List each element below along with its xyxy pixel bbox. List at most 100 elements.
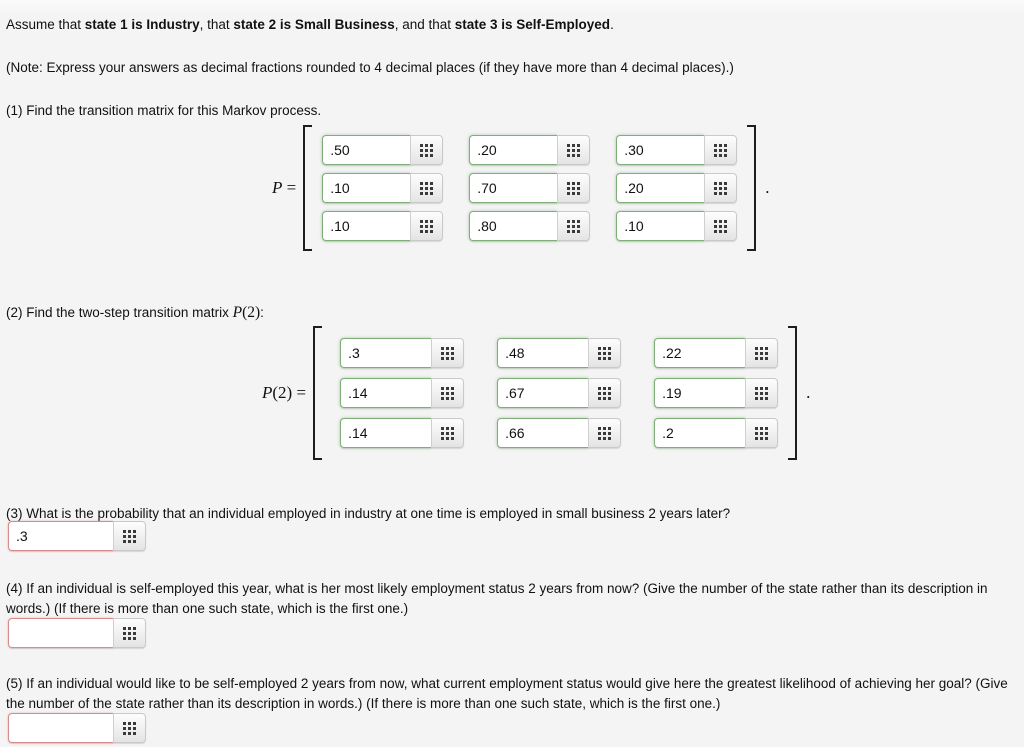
question-5-answer-field[interactable] [8, 713, 146, 743]
matrix-2-input-r1c1[interactable]: .3 [340, 338, 432, 368]
matrix-2-label-eq: = [292, 383, 307, 402]
intro-suffix: . [610, 17, 614, 32]
matrix-2-input-r3c1[interactable]: .14 [340, 418, 432, 448]
question-4-text: (4) If an individual is self-employed th… [6, 579, 1018, 618]
matrix-1-trailing-period: . [765, 178, 770, 197]
matrix-1-input-r1c3[interactable]: .30 [616, 135, 705, 165]
question-3-input[interactable]: .3 [8, 521, 113, 551]
matrix-1-cell-r3c3[interactable]: .10 [616, 211, 738, 241]
matrix-2-input-r2c3[interactable]: .19 [654, 378, 746, 408]
question-4-answer-field[interactable] [8, 618, 146, 648]
keypad-button[interactable] [113, 521, 146, 551]
question-3-answer-field[interactable]: .3 [8, 521, 146, 551]
grid-dots-icon [714, 143, 728, 157]
matrix-1-rows: .50 .20 .30 .10 .70 [312, 125, 747, 251]
grid-dots-icon [420, 143, 434, 157]
keypad-button[interactable] [431, 378, 465, 408]
matrix-1-input-r2c1[interactable]: .10 [322, 173, 411, 203]
keypad-button[interactable] [410, 135, 444, 165]
intro-bold-state1: state 1 is Industry [84, 17, 200, 32]
matrix-1-cell-r3c2[interactable]: .80 [469, 211, 591, 241]
question-1-matrix: P = .50 .20 .30 .10 [272, 125, 769, 251]
question-2-text-prefix: (2) Find the two-step transition matrix [6, 305, 233, 320]
matrix-2-cell-r3c3[interactable]: .2 [654, 418, 779, 448]
grid-dots-icon [420, 219, 434, 233]
matrix-1-label-eq: = [282, 178, 297, 197]
matrix-row: .50 .20 .30 [316, 131, 743, 169]
keypad-button[interactable] [745, 418, 779, 448]
keypad-button[interactable] [431, 418, 465, 448]
keypad-button[interactable] [410, 173, 444, 203]
matrix-2-cell-r1c1[interactable]: .3 [340, 338, 465, 368]
keypad-button[interactable] [410, 211, 444, 241]
matrix-2-label-sub: (2) [272, 383, 293, 402]
matrix-1-cell-r3c1[interactable]: .10 [322, 211, 444, 241]
grid-dots-icon [567, 219, 581, 233]
keypad-button[interactable] [557, 173, 591, 203]
keypad-button[interactable] [745, 378, 779, 408]
matrix-1-input-r1c1[interactable]: .50 [322, 135, 411, 165]
matrix-row: .10 .80 .10 [316, 207, 743, 245]
matrix-2-input-r1c3[interactable]: .22 [654, 338, 746, 368]
matrix-2-label-var: P [262, 383, 273, 402]
matrix-1-input-r2c2[interactable]: .70 [469, 173, 558, 203]
matrix-2-cell-r3c1[interactable]: .14 [340, 418, 465, 448]
keypad-button[interactable] [557, 211, 591, 241]
matrix-row: .14 .66 .2 [326, 413, 784, 453]
matrix-2-right-bracket [788, 326, 798, 460]
matrix-1-cell-r1c1[interactable]: .50 [322, 135, 444, 165]
matrix-2-trailing-period: . [806, 383, 811, 402]
matrix-row: .10 .70 .20 [316, 169, 743, 207]
matrix-1-input-r3c3[interactable]: .10 [616, 211, 705, 241]
intro-bold-state2: state 2 is Small Business [233, 17, 395, 32]
matrix-1-cell-r2c1[interactable]: .10 [322, 173, 444, 203]
keypad-button[interactable] [588, 418, 622, 448]
question-3-answer-row: .3 [8, 521, 146, 551]
question-4-line-1: (4) If an individual is self-employed th… [6, 581, 905, 596]
matrix-2-input-r2c1[interactable]: .14 [340, 378, 432, 408]
page-top-edge-sheen [0, 0, 1024, 14]
matrix-1-input-r1c2[interactable]: .20 [469, 135, 558, 165]
matrix-1-cell-r2c3[interactable]: .20 [616, 173, 738, 203]
matrix-1-left-bracket [303, 125, 313, 251]
matrix-2-input-r1c2[interactable]: .48 [497, 338, 589, 368]
matrix-1-input-r3c1[interactable]: .10 [322, 211, 411, 241]
keypad-button[interactable] [704, 173, 738, 203]
matrix-2-input-r3c3[interactable]: .2 [654, 418, 746, 448]
keypad-button[interactable] [557, 135, 591, 165]
keypad-button[interactable] [704, 135, 738, 165]
matrix-2-cell-r2c3[interactable]: .19 [654, 378, 779, 408]
question-4-answer-row [8, 618, 146, 648]
grid-dots-icon [441, 346, 455, 360]
keypad-button[interactable] [745, 338, 779, 368]
matrix-2-cell-r1c2[interactable]: .48 [497, 338, 622, 368]
grid-dots-icon [598, 346, 612, 360]
question-2-math-p2: P(2) [232, 304, 261, 321]
keypad-button[interactable] [588, 378, 622, 408]
matrix-2-input-r2c2[interactable]: .67 [497, 378, 589, 408]
matrix-1-cell-r1c3[interactable]: .30 [616, 135, 738, 165]
matrix-2-label: P(2) = [262, 383, 306, 403]
matrix-2-cell-r2c1[interactable]: .14 [340, 378, 465, 408]
keypad-button[interactable] [588, 338, 622, 368]
matrix-1-input-r3c2[interactable]: .80 [469, 211, 558, 241]
grid-dots-icon [598, 386, 612, 400]
grid-dots-icon [755, 426, 769, 440]
question-4-input[interactable] [8, 618, 113, 648]
intro-mid-1: , that [199, 17, 234, 32]
keypad-button[interactable] [431, 338, 465, 368]
keypad-button[interactable] [113, 618, 146, 648]
matrix-2-input-r3c2[interactable]: .66 [497, 418, 589, 448]
matrix-2-cell-r1c3[interactable]: .22 [654, 338, 779, 368]
matrix-1-cell-r2c2[interactable]: .70 [469, 173, 591, 203]
matrix-1-input-r2c3[interactable]: .20 [616, 173, 705, 203]
question-5-input[interactable] [8, 713, 113, 743]
matrix-2-cell-r3c2[interactable]: .66 [497, 418, 622, 448]
keypad-button[interactable] [704, 211, 738, 241]
matrix-2-cell-r2c2[interactable]: .67 [497, 378, 622, 408]
keypad-button[interactable] [113, 713, 146, 743]
question-4-line-2: description in words.) (If there is more… [6, 581, 988, 616]
matrix-1-cell-r1c2[interactable]: .20 [469, 135, 591, 165]
grid-dots-icon [420, 181, 434, 195]
question-2-matrix: P(2) = .3 .48 .22 .14 [262, 326, 810, 460]
